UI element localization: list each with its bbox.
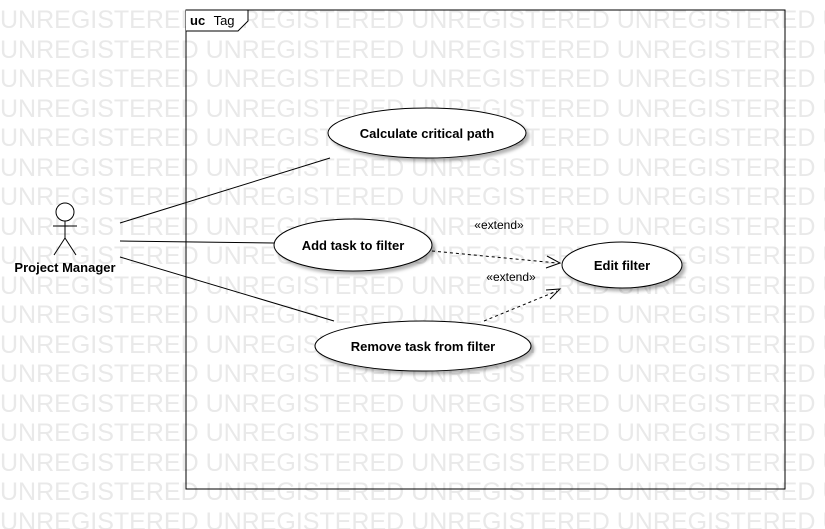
use-case-calculate-critical-path[interactable]: Calculate critical path	[327, 107, 527, 159]
use-case-label: Add task to filter	[302, 238, 405, 253]
extend-label-remove: «extend»	[486, 270, 536, 284]
frame-name: Tag	[214, 13, 235, 28]
extend-label-add: «extend»	[474, 218, 524, 232]
extend-arrowhead	[545, 288, 562, 300]
extend-arrowhead	[545, 255, 562, 269]
association-remove-task-from-filter	[119, 256, 335, 322]
diagram-frame: uc Tag	[185, 9, 786, 490]
associations	[119, 157, 335, 322]
actor-head	[55, 202, 75, 222]
actor-left-leg	[53, 237, 66, 256]
svg-text:uc Tag: uc Tag	[190, 13, 235, 28]
use-case-label: Remove task from filter	[351, 339, 496, 354]
frame-kind: uc	[190, 13, 205, 28]
actor-right-leg	[64, 237, 77, 256]
actor-project-manager[interactable]: Project Manager	[14, 202, 116, 275]
association-add-task-to-filter	[119, 240, 275, 244]
use-case-add-task-to-filter[interactable]: Add task to filter	[273, 218, 433, 272]
use-case-remove-task-from-filter[interactable]: Remove task from filter	[314, 320, 532, 372]
use-case-edit-filter[interactable]: Edit filter	[561, 241, 683, 289]
actor-label: Project Manager	[14, 260, 115, 275]
extend-relationship-remove: «extend»	[483, 270, 562, 322]
association-calculate-critical-path	[119, 157, 331, 224]
use-case-label: Calculate critical path	[360, 126, 494, 141]
extend-relationship-add: «extend»	[431, 218, 562, 269]
use-case-label: Edit filter	[594, 258, 650, 273]
